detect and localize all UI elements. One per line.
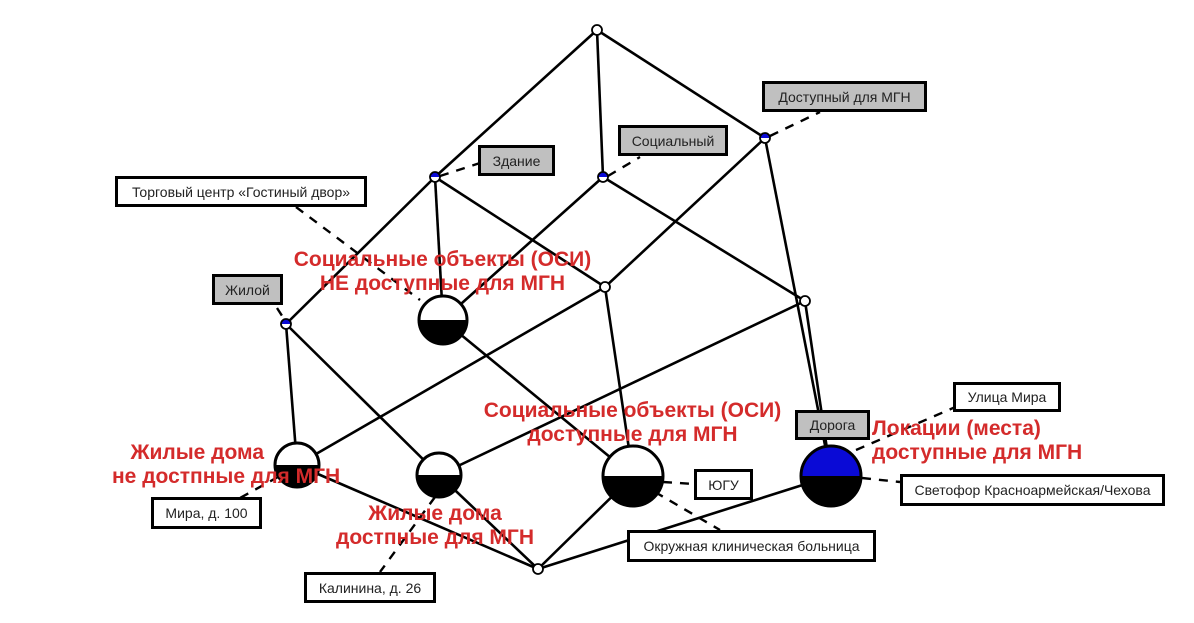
annotation-locations-accessible: Локации (места) доступные для МГН <box>872 417 1092 465</box>
lattice-edge <box>284 323 299 466</box>
annotation-line: доступные для МГН <box>527 423 738 446</box>
object-text: Окружная клиническая больница <box>643 538 860 554</box>
attribute-label-doroga: Дорога <box>795 410 870 440</box>
object-text: ЮГУ <box>708 476 739 493</box>
annotation-housing-not-accessible: Жилые дома не достпные для МГН <box>112 441 341 489</box>
concept-node-c-zhiloy <box>280 318 292 330</box>
lattice-edge <box>602 175 806 303</box>
object-text: Торговый центр «Гостиный двор» <box>131 183 351 200</box>
annotation-line: доступные для МГН <box>872 441 1083 464</box>
object-text: Калинина, д. 26 <box>318 579 422 596</box>
attribute-label-zhiloy: Жилой <box>212 274 283 305</box>
concept-node-c-social <box>597 171 609 183</box>
concept-node-c-social-building <box>599 281 611 293</box>
leader-line <box>769 110 821 138</box>
lattice-edge <box>296 463 539 571</box>
lattice-edge <box>596 28 766 140</box>
lattice-edge <box>442 176 604 321</box>
annotation-line: не достпные для МГН <box>112 465 341 488</box>
concept-node-c-road <box>799 444 863 508</box>
lattice-edges <box>284 28 833 571</box>
object-label-okruzhnaya: Окружная клиническая больница <box>627 530 876 562</box>
leader-line <box>295 206 421 301</box>
object-text: Улица Мира <box>967 389 1047 405</box>
annotation-line: Социальные объекты (ОСИ) <box>483 399 782 422</box>
lattice-edge <box>595 29 605 178</box>
object-label-kalinina-26: Калинина, д. 26 <box>304 572 436 603</box>
object-label-ulitsa-mira: Улица Мира <box>953 382 1061 412</box>
object-label-yugu: ЮГУ <box>694 469 753 500</box>
concept-node-c-house-not-access <box>273 441 321 489</box>
annotation-line: Жилые дома <box>368 502 502 525</box>
lattice-edge <box>603 286 635 477</box>
concept-node-c-osi-not-access <box>417 294 469 346</box>
leader-line <box>654 490 721 532</box>
attribute-text: Дорога <box>809 417 856 433</box>
annotation-housing-accessible: Жилые дома достпные для МГН <box>330 502 540 550</box>
attribute-label-socialny: Социальный <box>618 125 728 156</box>
leader-line <box>275 307 288 323</box>
lattice-edge <box>604 137 766 288</box>
annotation-social-accessible: Социальные объекты (ОСИ) доступные для М… <box>475 399 790 447</box>
lattice-edge <box>438 299 806 477</box>
leader-line <box>439 161 481 178</box>
lattice-edge <box>285 176 436 325</box>
lattice-edge <box>296 285 606 467</box>
object-label-mira-100: Мира, д. 100 <box>151 497 262 529</box>
annotation-line: достпные для МГН <box>336 526 534 549</box>
attribute-label-zdanie: Здание <box>478 145 555 176</box>
lattice-edge <box>442 318 634 478</box>
label-leader-lines <box>239 110 961 573</box>
annotation-line: Локации (места) <box>872 417 1041 440</box>
leader-line <box>662 480 695 486</box>
attribute-text: Доступный для МГН <box>778 88 911 105</box>
attribute-text: Жилой <box>225 281 270 298</box>
object-text: Мира, д. 100 <box>165 505 248 521</box>
object-label-gostiny-dvor: Торговый центр «Гостиный двор» <box>115 176 367 207</box>
lattice-nodes <box>273 24 863 575</box>
leader-line <box>607 155 641 178</box>
object-label-svetofor: Светофор Красноармейская/Чехова <box>900 474 1165 506</box>
lattice-edge <box>434 175 606 289</box>
annotation-line: Жилые дома <box>130 441 265 464</box>
object-text: Светофор Красноармейская/Чехова <box>914 482 1151 498</box>
lattice-edge <box>434 29 598 178</box>
attribute-text: Социальный <box>631 132 715 149</box>
annotation-line: Социальные объекты (ОСИ) <box>293 248 592 271</box>
leader-line <box>855 403 961 452</box>
concept-node-c-osi-access <box>601 444 665 508</box>
lattice-edge <box>285 323 440 476</box>
attribute-text: Здание <box>492 152 541 169</box>
leader-line <box>861 476 901 484</box>
lattice-edge <box>537 474 832 571</box>
concept-node-c-dostupny-social <box>799 295 811 307</box>
concept-node-c-zdanie <box>429 171 441 183</box>
leader-line <box>239 475 279 500</box>
concept-node-bottom <box>532 563 544 575</box>
annotation-social-not-accessible: Социальные объекты (ОСИ) НЕ доступные дл… <box>285 248 600 296</box>
annotation-line: НЕ доступные для МГН <box>319 272 566 295</box>
concept-node-c-dostupny <box>759 132 771 144</box>
concept-node-top <box>591 24 603 36</box>
attribute-label-dostupny: Доступный для МГН <box>762 81 927 112</box>
concept-node-c-house-access <box>415 451 463 499</box>
